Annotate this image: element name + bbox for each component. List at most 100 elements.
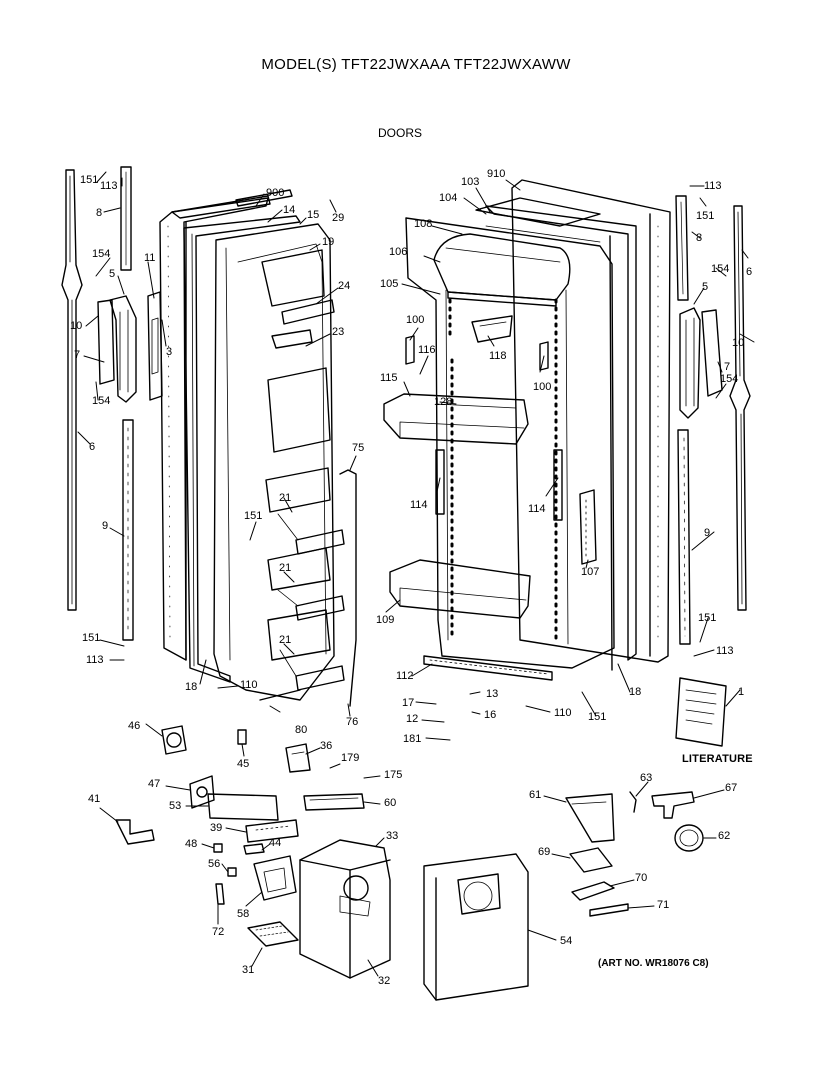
art-number: (ART NO. WR18076 C8) xyxy=(598,958,709,969)
part-label: 114 xyxy=(410,499,428,511)
egg-tray xyxy=(471,315,513,343)
dispenser-knob xyxy=(161,725,187,755)
part-label: 80 xyxy=(295,724,308,736)
part-label: 39 xyxy=(210,822,223,834)
part-label: 44 xyxy=(269,837,282,849)
left-upper-trim-strip xyxy=(120,166,132,271)
part-label: 128 xyxy=(434,396,453,408)
part-label: 6 xyxy=(746,266,753,278)
switch-mount-47 xyxy=(189,775,215,809)
part-label: 100 xyxy=(406,314,425,326)
lever-71 xyxy=(589,903,629,917)
part-label: 116 xyxy=(418,344,436,356)
right-handle xyxy=(679,307,723,419)
part-label: 61 xyxy=(529,789,542,801)
cover-plate-53 xyxy=(207,793,279,821)
part-label: 46 xyxy=(128,720,141,732)
part-label: 113 xyxy=(100,180,118,192)
part-label: 21 xyxy=(279,492,292,504)
gasket-ring-62 xyxy=(674,824,704,852)
fastener-48 xyxy=(213,843,223,853)
literature-label: LITERATURE xyxy=(682,753,753,765)
right-upper-trim-strip xyxy=(675,195,689,301)
part-label: 3 xyxy=(166,346,173,358)
freezer-door-shelves xyxy=(261,249,345,691)
clip-72 xyxy=(215,883,225,905)
left-handle xyxy=(97,295,137,403)
part-label: 14 xyxy=(283,204,296,216)
part-label: 75 xyxy=(352,442,365,454)
part-label: 63 xyxy=(640,772,653,784)
part-label: 56 xyxy=(208,858,221,870)
bin-side-rail-left xyxy=(435,449,445,515)
part-label: 8 xyxy=(96,207,103,219)
freezer-door-gasket xyxy=(183,215,301,683)
part-label: 910 xyxy=(487,168,506,180)
part-label: 108 xyxy=(414,218,433,230)
freezer-door-cap xyxy=(171,189,293,219)
right-lower-trim-strip xyxy=(677,429,691,645)
part-label: 151 xyxy=(82,632,101,644)
part-label: 154 xyxy=(92,395,111,407)
part-label: 16 xyxy=(484,709,497,721)
dispenser-actuator-36 xyxy=(285,743,311,773)
upper-door-bin xyxy=(383,393,529,445)
part-label: 6 xyxy=(89,441,96,453)
part-label: 69 xyxy=(538,846,551,858)
part-label: 12 xyxy=(406,713,419,725)
part-label: 48 xyxy=(185,838,198,850)
part-label: 9 xyxy=(704,527,711,539)
part-label: 154 xyxy=(92,248,111,260)
part-label: 113 xyxy=(704,180,722,192)
part-label: 8 xyxy=(696,232,703,244)
bottom-trim-strip xyxy=(423,655,553,681)
part-label: 54 xyxy=(560,935,573,947)
drip-tray-31 xyxy=(247,921,299,947)
shelf-support-clips xyxy=(405,335,549,371)
part-label: 18 xyxy=(185,681,198,693)
part-label: 32 xyxy=(378,975,391,987)
bin-side-rail-right xyxy=(553,449,563,521)
part-label: 113 xyxy=(716,645,734,657)
dairy-compartment-door xyxy=(433,233,571,307)
left-door-gasket-strip xyxy=(61,169,83,611)
part-label: 10 xyxy=(732,337,745,349)
part-label: 104 xyxy=(439,192,458,204)
part-label: 105 xyxy=(380,278,399,290)
part-label: 62 xyxy=(718,830,731,842)
part-label: 103 xyxy=(461,176,480,188)
part-label: 41 xyxy=(88,793,101,805)
part-label: 151 xyxy=(588,711,607,723)
part-label: 151 xyxy=(696,210,715,222)
fresh-food-door-outer-panel xyxy=(511,179,671,663)
part-label: 900 xyxy=(266,187,285,199)
part-label: 151 xyxy=(698,612,717,624)
part-label: 5 xyxy=(109,268,116,280)
left-lower-trim-strip xyxy=(122,419,134,641)
freezer-wire-tube xyxy=(259,469,357,707)
part-label: 7 xyxy=(724,361,731,373)
literature-booklet xyxy=(675,677,727,747)
part-label: 1 xyxy=(738,686,745,698)
part-label: 181 xyxy=(403,733,422,745)
part-label: 67 xyxy=(725,782,738,794)
page-title: MODEL(S) TFT22JWXAAA TFT22JWXAWW xyxy=(261,56,571,73)
part-label: 11 xyxy=(144,252,156,264)
part-label: 76 xyxy=(346,716,359,728)
part-label: 175 xyxy=(384,769,403,781)
ice-chute-58 xyxy=(253,855,297,901)
dispenser-housing-33 xyxy=(299,839,391,979)
part-label: 58 xyxy=(237,908,250,920)
part-label: 154 xyxy=(711,263,730,275)
part-label: 29 xyxy=(332,212,345,224)
part-label: 33 xyxy=(386,830,399,842)
right-door-gasket-strip xyxy=(729,205,751,611)
part-label: 70 xyxy=(635,872,648,884)
part-label: 5 xyxy=(702,281,709,293)
part-label: 110 xyxy=(240,679,258,691)
part-label: 18 xyxy=(629,686,642,698)
part-label: 60 xyxy=(384,797,397,809)
actuator-arm-41 xyxy=(115,819,155,845)
